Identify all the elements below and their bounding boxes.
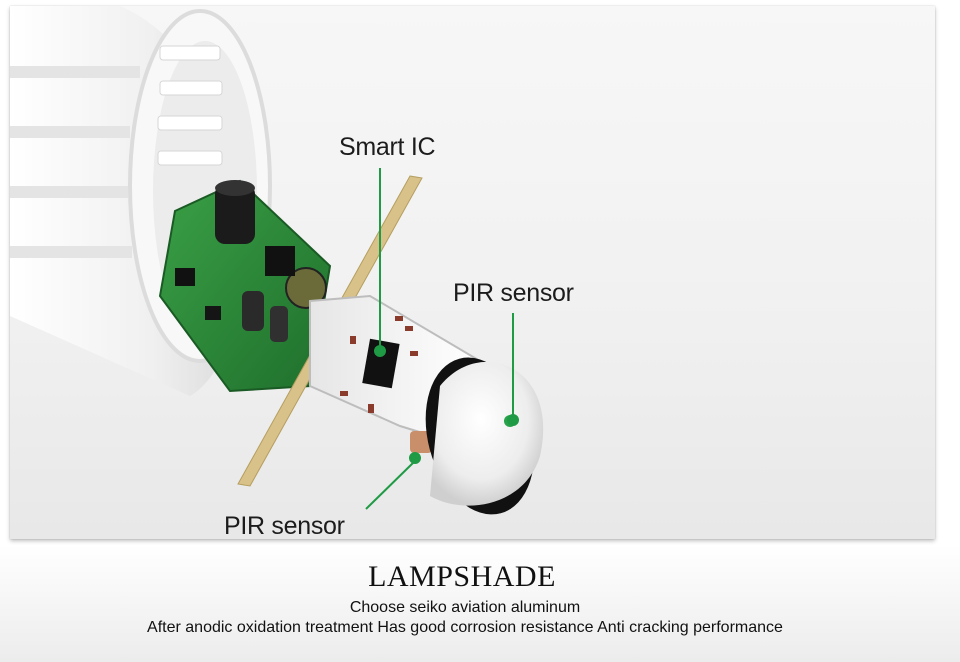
section-description-line-2: After anodic oxidation treatment Has goo… bbox=[147, 619, 783, 636]
pir-sensor-label-bottom: PIR sensor bbox=[224, 512, 345, 539]
smart-ic-label: Smart IC bbox=[339, 133, 436, 161]
pir-module-illustration bbox=[10, 6, 544, 515]
product-photo: Smart IC PIR sensor PIR sensor bbox=[10, 6, 935, 539]
section-title: LAMPSHADE bbox=[368, 560, 556, 593]
pir-sensor-label-top: PIR sensor bbox=[453, 279, 574, 307]
section-description-line-1: Choose seiko aviation aluminum bbox=[349, 599, 581, 616]
caption-band bbox=[0, 545, 960, 662]
driver-pcb bbox=[158, 179, 332, 393]
pir-lens bbox=[425, 357, 544, 515]
callout-leaders bbox=[365, 168, 519, 510]
